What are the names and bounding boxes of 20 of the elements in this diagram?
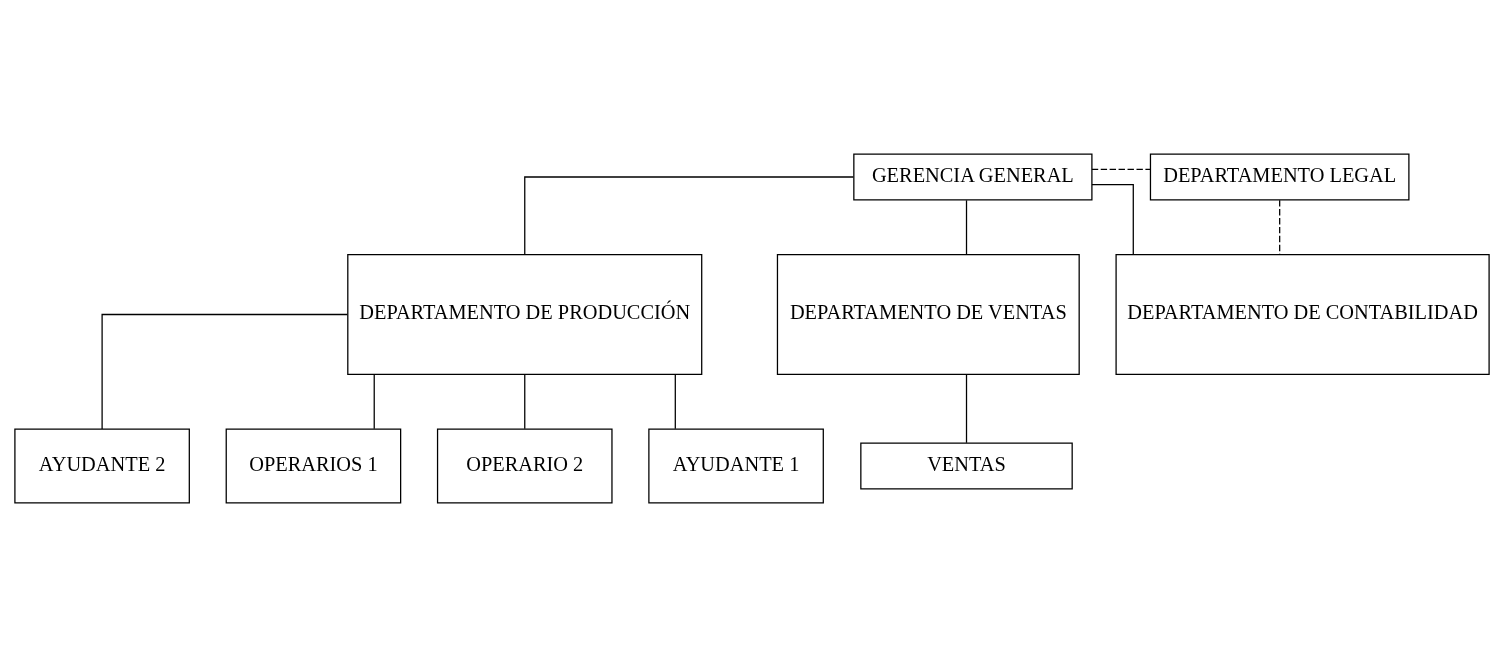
node-box: GERENCIA GENERAL <box>853 152 1093 201</box>
node-box: OPERARIO 2 <box>436 427 613 504</box>
node-box: DEPARTAMENTO DE PRODUCCIÓN <box>347 253 703 375</box>
node-box: DEPARTAMENTO DE VENTAS <box>776 253 1080 375</box>
connector <box>965 199 968 255</box>
node-box: OPERARIOS 1 <box>225 427 402 504</box>
node-box: AYUDANTE 1 <box>648 427 824 504</box>
connector <box>101 313 348 430</box>
node-box: AYUDANTE 2 <box>14 427 190 504</box>
node-box: DEPARTAMENTO LEGAL <box>1149 152 1410 201</box>
connector <box>1279 199 1281 255</box>
connector <box>373 373 375 429</box>
connector <box>1091 168 1151 170</box>
node-box: DEPARTAMENTO DE CONTABILIDAD <box>1115 253 1490 375</box>
connector <box>1091 183 1134 255</box>
connector <box>965 373 968 443</box>
connector <box>674 373 676 429</box>
connector <box>524 373 526 429</box>
node-box: VENTAS <box>860 441 1073 490</box>
connector <box>524 175 854 255</box>
